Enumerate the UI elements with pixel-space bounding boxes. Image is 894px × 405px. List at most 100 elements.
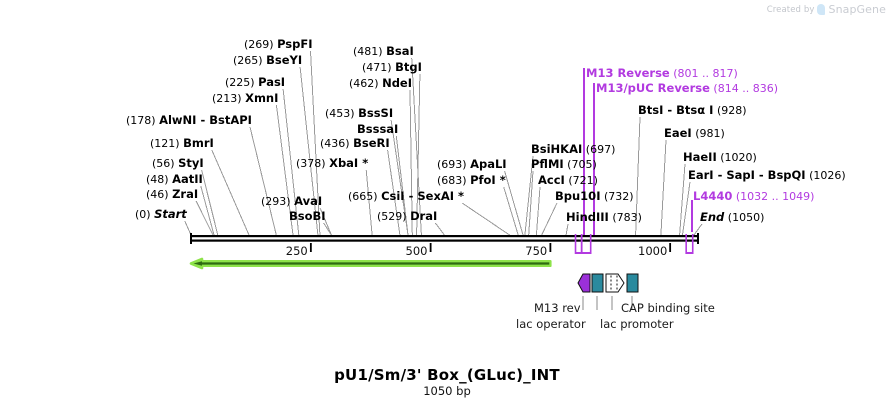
enzyme-name: PasI [258, 75, 286, 89]
enzyme-position: (928) [713, 104, 747, 117]
leader-line-start [184, 220, 192, 236]
enzyme-label-apali: (693) ApaLI [437, 158, 507, 171]
ruler-tick-label-250: 250 [285, 244, 308, 258]
enzyme-position: (783) [608, 211, 642, 224]
enzyme-name: AatII [172, 172, 203, 186]
enzyme-name: StyI [178, 156, 204, 170]
snapgene-watermark: Created by SnapGene [767, 3, 886, 16]
enzyme-name: AvaI [294, 194, 323, 208]
ruler-tick-1000 [669, 243, 672, 252]
enzyme-position: (436) [320, 137, 354, 150]
ruler-tick-500 [429, 243, 432, 252]
leader-line-apali [504, 170, 524, 236]
enzyme-label-haeii: HaeII (1020) [683, 151, 757, 164]
primer-name: M13/pUC Reverse [596, 81, 710, 95]
enzyme-name: XbaI * [329, 156, 369, 170]
primer-tick-a-m13puc [580, 234, 583, 252]
enzyme-name: PflMI [531, 157, 564, 171]
enzyme-label-bpu10i: Bpu10I (732) [555, 190, 634, 203]
enzyme-label-aatii: (48) AatII [146, 173, 203, 186]
page-title: pU1/Sm/3' Box_(GLuc)_INT [334, 366, 560, 384]
enzyme-name: BsssaI [357, 122, 399, 136]
leader-line-aatii [200, 185, 215, 236]
leader-line-ndei [409, 89, 413, 236]
enzyme-name: BmrI [183, 136, 214, 150]
enzyme-label-csii: (665) CsiI - SexAI * [348, 190, 464, 203]
enzyme-label-btsi: BtsI - Btsα I (928) [638, 104, 747, 117]
leader-line-drai [434, 222, 445, 236]
watermark-brand-text: SnapGene [828, 3, 886, 16]
enzyme-label-hindiii: HindIII (783) [566, 211, 642, 224]
enzyme-name: EarI - SapI - BspQI [688, 168, 806, 182]
enzyme-name: AlwNI - BstAPI [159, 113, 252, 127]
enzyme-name: BseYI [266, 53, 303, 67]
enzyme-name: CsiI - SexAI * [381, 189, 465, 203]
feature-lac-promoter [626, 273, 639, 293]
enzyme-position: (529) [377, 210, 411, 223]
enzyme-position: (1050) [724, 211, 765, 224]
enzyme-label-btgi: (471) BtgI [362, 61, 422, 74]
enzyme-label-styi: (56) StyI [152, 157, 204, 170]
enzyme-position: (56) [152, 157, 179, 170]
ruler-tick-750 [549, 243, 552, 252]
enzyme-position: (697) [582, 143, 616, 156]
enzyme-name: Bpu10I [555, 189, 601, 203]
primer-tick-a-l4440 [685, 234, 687, 252]
enzyme-position: (178) [126, 114, 160, 127]
enzyme-name: ApaLI [470, 157, 507, 171]
enzyme-name: BtgI [395, 60, 422, 74]
enzyme-name: DraI [410, 209, 438, 223]
leader-line-pspfi [310, 50, 321, 236]
leader-line-btsi [635, 116, 641, 236]
ruler-tick-label-500: 500 [405, 244, 428, 258]
enzyme-position: (732) [600, 190, 634, 203]
enzyme-name: ZraI [172, 187, 199, 201]
leader-line-bseri [387, 149, 401, 236]
leader-line-end [693, 223, 703, 236]
leader-line-eari [682, 181, 691, 236]
backbone-cap-end [697, 233, 699, 244]
enzyme-position: (693) [437, 158, 471, 171]
feature-lac-operator [591, 273, 604, 293]
enzyme-name: AccI [538, 173, 565, 187]
primer-footprint-m13rev [574, 252, 583, 254]
snapgene-leaf-icon [817, 4, 826, 15]
primer-range: (1032 .. 1049) [732, 190, 815, 203]
enzyme-label-m13rev: M13 Reverse (801 .. 817) [586, 67, 738, 80]
leader-line-xbai [365, 169, 373, 236]
enzyme-label-alwni: (178) AlwNI - BstAPI [126, 114, 252, 127]
leader-line-styi [201, 169, 219, 236]
enzyme-label-xbai: (378) XbaI * [296, 157, 368, 170]
enzyme-position: (46) [146, 188, 173, 201]
leader-line-pflmi [528, 170, 534, 236]
leader-line-bpu10i [541, 202, 558, 236]
enzyme-name: PfoI * [470, 173, 506, 187]
primer-footprint-m13puc [580, 252, 592, 254]
enzyme-name: NdeI [382, 76, 413, 90]
enzyme-label-bsai: (481) BsaI [353, 45, 414, 58]
enzyme-position: (453) [325, 107, 359, 120]
enzyme-label-start: (0) Start [135, 208, 187, 221]
enzyme-position: (1020) [716, 151, 757, 164]
enzyme-name: PspFI [277, 37, 313, 51]
enzyme-label-bseri: (436) BseRI [320, 137, 390, 150]
enzyme-label-zrai: (46) ZraI [146, 188, 198, 201]
primer-range: (801 .. 817) [669, 67, 738, 80]
enzyme-label-bmri: (121) BmrI [150, 137, 214, 150]
enzyme-position: (121) [150, 137, 184, 150]
enzyme-label-m13puc: M13/pUC Reverse (814 .. 836) [596, 82, 778, 95]
backbone-line-bottom [191, 239, 698, 242]
leader-line-bsai [411, 57, 422, 236]
enzyme-position: (265) [233, 54, 267, 67]
enzyme-position: (48) [146, 173, 173, 186]
leader-line-bseyi [299, 66, 319, 236]
leader-line-xmni [275, 104, 294, 236]
enzyme-name: EaeI [664, 126, 692, 140]
enzyme-label-bsihkai: BsiHKAI (697) [531, 143, 615, 156]
enzyme-label-bsobi: BsoBI [289, 210, 326, 222]
ruler-tick-250 [309, 243, 312, 252]
enzyme-label-pasi: (225) PasI [225, 76, 285, 89]
enzyme-position: (1026) [805, 169, 846, 182]
